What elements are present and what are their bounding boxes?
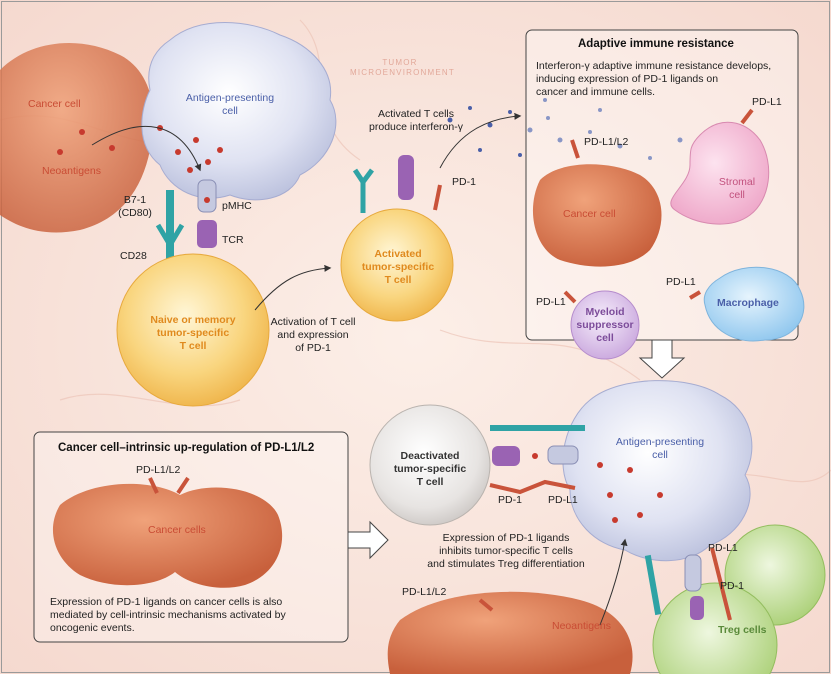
pd-l1-myeloid-label: PD-L1	[536, 296, 566, 308]
adaptive-text-3: cancer and immune cells.	[536, 86, 656, 98]
treg-cell-2	[652, 582, 778, 674]
adaptive-box-text: Interferon-γ adaptive immune resistance …	[536, 60, 771, 99]
cancer-cell-label: Cancer cell	[28, 98, 81, 110]
apc-label-top: Antigen-presenting cell	[170, 92, 290, 118]
activated-ifn-label: Activated T cells produce interferon-γ	[356, 108, 476, 134]
myeloid-label: Myeloid suppressor cell	[570, 306, 640, 345]
cancer-cell-box-label: Cancer cell	[563, 208, 616, 220]
b7-line-2: (CD80)	[118, 207, 152, 219]
stromal-line-2: cell	[729, 189, 745, 201]
deactivated-tcell-label: Deactivated tumor-specific T cell	[380, 450, 480, 489]
apc-bottom-line-2: cell	[652, 449, 668, 461]
deact-line-1: Deactivated	[400, 450, 460, 462]
activation-line-1: Activation of T cell	[270, 316, 356, 328]
tumor-microenvironment-label: TUMOR MICROENVIRONMENT	[350, 58, 455, 78]
b7-label: B7-1 (CD80)	[110, 194, 160, 220]
myeloid-line-3: cell	[596, 332, 614, 344]
deact-line-3: T cell	[416, 476, 444, 488]
intrinsic-text-3: oncogenic events.	[50, 622, 135, 634]
pd-l1-macrophage-label: PD-L1	[666, 276, 696, 288]
naive-tcell-label: Naive or memory tumor-specific T cell	[120, 314, 266, 353]
cancer-cell-bottom	[387, 591, 633, 674]
pd1-label-bottom: PD-1	[498, 494, 522, 506]
cancer-cells-pair	[52, 483, 283, 588]
ifn-line-1: Activated T cells	[377, 108, 455, 120]
apc-bottom-line-1: Antigen-presenting	[615, 436, 705, 448]
act-line-3: T cell	[384, 274, 412, 286]
stromal-line-1: Stromal	[718, 176, 756, 188]
adaptive-text-2: inducing expression of PD-1 ligands on	[536, 73, 719, 85]
apc-bottom	[562, 380, 753, 562]
cancer-cell-topleft	[0, 43, 154, 233]
naive-line-3: T cell	[179, 340, 207, 352]
cd28-label: CD28	[120, 250, 147, 262]
cancer-cell-box	[532, 164, 662, 267]
act-line-1: Activated	[374, 248, 422, 260]
stromal-label: Stromal cell	[712, 176, 762, 202]
activation-label: Activation of T cell and expression of P…	[255, 316, 371, 355]
deact-line-2: tumor-specific	[393, 463, 467, 475]
naive-line-1: Naive or memory	[150, 314, 236, 326]
pd1-label-mid: PD-1	[452, 176, 476, 188]
stromal-cell	[670, 121, 770, 225]
apc-top-line-1: Antigen-presenting	[185, 92, 275, 104]
pd-l1-l2-box-label: PD-L1/L2	[584, 136, 629, 148]
expr-line-1: Expression of PD-1 ligands	[442, 532, 570, 544]
b7-line-1: B7-1	[123, 194, 147, 206]
treg-label: Treg cells	[718, 624, 767, 636]
activation-line-2: and expression	[277, 329, 349, 341]
myeloid-line-2: suppressor	[576, 319, 634, 331]
pmhc-label: pMHC	[222, 200, 252, 212]
adaptive-box-title: Adaptive immune resistance	[578, 38, 734, 50]
activation-line-3: of PD-1	[295, 342, 331, 354]
intrinsic-text-2: mediated by cell-intrinsic mechanisms ac…	[50, 609, 286, 621]
pd-l1-l2-intrinsic-label: PD-L1/L2	[136, 464, 181, 476]
neoantigens-label-bottom: Neoantigens	[552, 620, 611, 632]
deactivated-tcell	[369, 404, 491, 526]
intrinsic-box-title: Cancer cell–intrinsic up-regulation of P…	[58, 442, 315, 454]
activated-tcell	[340, 208, 454, 322]
expr-line-3: and stimulates Treg differentiation	[427, 558, 585, 570]
tcr-label: TCR	[222, 234, 244, 246]
expr-line-2: inhibits tumor-specific T cells	[439, 545, 573, 557]
adaptive-text-1: Interferon-γ adaptive immune resistance …	[536, 60, 772, 72]
tm-line-2: MICROENVIRONMENT	[350, 68, 455, 77]
myeloid-cell	[570, 290, 640, 360]
act-line-2: tumor-specific	[361, 261, 435, 273]
tm-line-1: TUMOR	[382, 58, 418, 67]
macrophage-label: Macrophage	[717, 297, 779, 309]
expression-label: Expression of PD-1 ligands inhibits tumo…	[412, 532, 600, 571]
apc-top	[141, 22, 337, 201]
pd1-treg-label: PD-1	[720, 580, 744, 592]
apc-top-line-2: cell	[222, 105, 238, 117]
neoantigens-label-top: Neoantigens	[42, 165, 101, 177]
naive-tcell	[116, 253, 270, 407]
ifn-line-2: produce interferon-γ	[369, 121, 463, 133]
myeloid-line-1: Myeloid	[585, 306, 625, 318]
pd-l1-label-bottom: PD-L1	[548, 494, 578, 506]
intrinsic-box-text: Expression of PD-1 ligands on cancer cel…	[50, 596, 286, 635]
cancer-cells-label: Cancer cells	[148, 524, 206, 536]
naive-line-2: tumor-specific	[156, 327, 230, 339]
pd-l1-l2-bottom-label: PD-L1/L2	[402, 586, 447, 598]
intrinsic-text-1: Expression of PD-1 ligands on cancer cel…	[50, 596, 283, 608]
pd-l1-stromal-label: PD-L1	[752, 96, 782, 108]
pd-l1-treg-label: PD-L1	[708, 542, 738, 554]
macrophage	[703, 266, 805, 342]
activated-tcell-label: Activated tumor-specific T cell	[346, 248, 450, 287]
apc-label-bottom: Antigen-presenting cell	[600, 436, 720, 462]
